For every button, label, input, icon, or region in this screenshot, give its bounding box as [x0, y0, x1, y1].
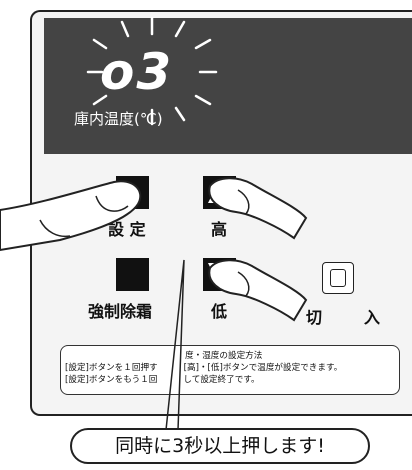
display-readout: o3 — [100, 43, 174, 101]
defrost-button[interactable] — [116, 258, 149, 291]
instruction-line-2a: [設定]ボタンをもう１回 — [65, 375, 158, 385]
instruction-title: 度・湿度の設定方法 — [185, 351, 263, 361]
high-label: 高 — [211, 220, 228, 239]
instruction-line-1b: [高]・[低]ボタンで温度が設定できます。 — [183, 363, 343, 373]
temperature-label: 庫内温度(℃) — [74, 110, 163, 128]
on-label: 入 — [364, 308, 381, 327]
instruction-line-2: [設定]ボタンをもう１回 して設定終了です。 — [65, 374, 399, 386]
instruction-box: 度・湿度の設定方法 [設定]ボタンを１回押す [高]・[低]ボタンで温度が設定でき… — [60, 345, 400, 395]
callout-pointer — [165, 259, 185, 431]
power-switch[interactable] — [322, 262, 354, 294]
instruction-line-1a: [設定]ボタンを１回押す — [65, 363, 158, 373]
right-finger-down-icon — [208, 259, 308, 322]
defrost-label: 強制除霜 — [88, 302, 153, 321]
callout-bubble: 同時に3秒以上押します! — [70, 428, 370, 464]
off-label: 切 — [306, 308, 323, 327]
instruction-line-1: [設定]ボタンを１回押す [高]・[低]ボタンで温度が設定できます。 — [65, 362, 399, 374]
set-label: 設 定 — [108, 220, 146, 239]
instruction-line-2b: して設定終了です。 — [183, 375, 260, 385]
switch-toggle-icon — [330, 269, 346, 287]
lcd-display — [44, 18, 412, 154]
right-finger-up-icon — [208, 177, 308, 240]
left-finger-icon — [0, 180, 142, 252]
low-label: 低 — [211, 302, 228, 321]
